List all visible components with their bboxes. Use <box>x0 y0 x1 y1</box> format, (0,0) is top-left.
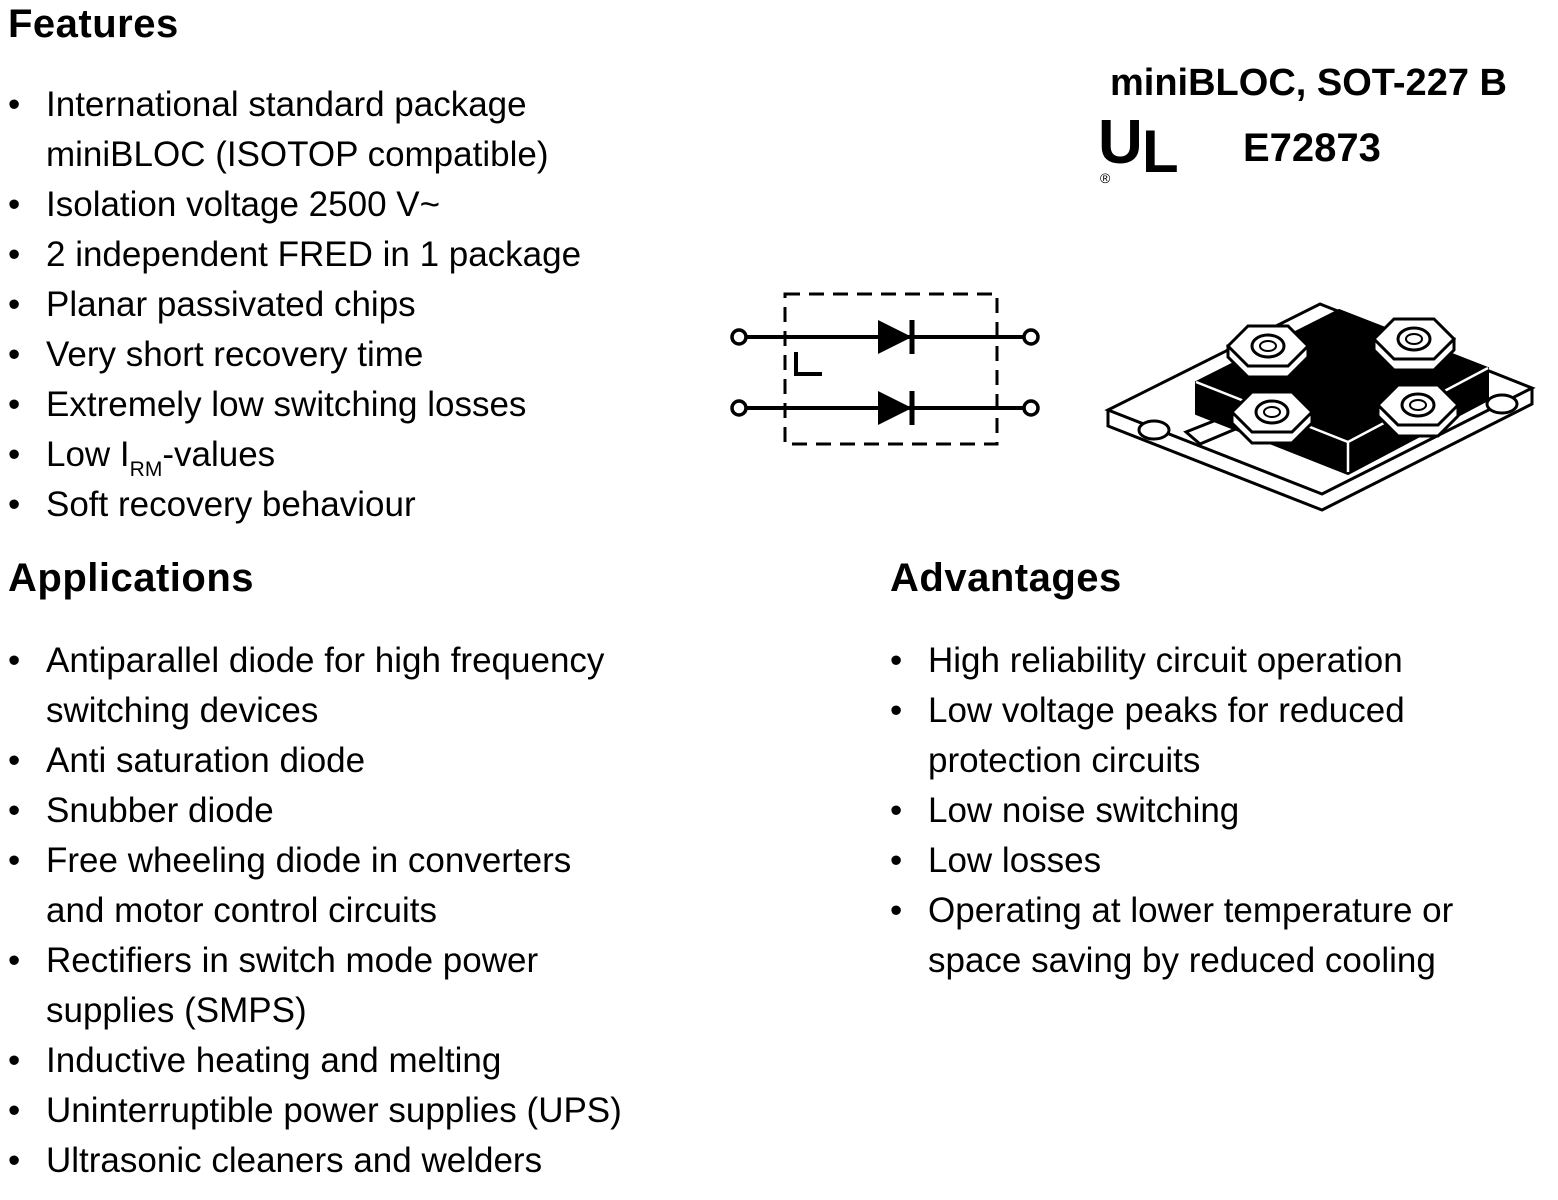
advantage-text: Low losses <box>928 841 1102 880</box>
feature-item: • Soft recovery behaviour <box>8 480 708 530</box>
irm-pre: Low I <box>46 435 130 474</box>
bullet-icon: • <box>890 641 903 680</box>
advantage-item: • Operating at lower temperature or spac… <box>890 886 1558 986</box>
application-item: • Antiparallel diode for high frequency … <box>8 636 748 736</box>
advantage-text: Operating at lower temperature or space … <box>928 891 1454 980</box>
bullet-icon: • <box>8 791 21 830</box>
application-item: • Anti saturation diode <box>8 736 748 786</box>
application-text: Snubber diode <box>46 791 274 830</box>
feature-item: • 2 independent FRED in 1 package <box>8 230 708 280</box>
diode-symbol-top <box>878 320 912 354</box>
advantage-item: • High reliability circuit operation <box>890 636 1558 686</box>
application-item: • Uninterruptible power supplies (UPS) <box>8 1086 748 1136</box>
applications-heading: Applications <box>8 556 255 600</box>
application-item: • Rectifiers in switch mode power suppli… <box>8 936 748 1036</box>
feature-text: 2 independent FRED in 1 package <box>46 235 582 274</box>
irm-post: -values <box>162 435 276 474</box>
application-item: • Inductive heating and melting <box>8 1036 748 1086</box>
bullet-icon: • <box>8 485 21 524</box>
feature-text: Isolation voltage 2500 V~ <box>46 185 441 224</box>
advantages-list: • High reliability circuit operation • L… <box>890 636 1558 986</box>
terminal-pad <box>1371 317 1457 372</box>
bullet-icon: • <box>890 891 903 930</box>
terminal-icon <box>1022 328 1040 346</box>
feature-item: • International standard package miniBLO… <box>8 80 708 180</box>
bullet-icon: • <box>8 641 21 680</box>
advantage-item: • Low noise switching <box>890 786 1558 836</box>
advantage-text: Low noise switching <box>928 791 1240 830</box>
features-heading: Features <box>8 2 179 46</box>
package-title: miniBLOC, SOT-227 B <box>1110 62 1507 104</box>
bullet-icon: • <box>8 841 21 880</box>
advantage-text: High reliability circuit operation <box>928 641 1403 680</box>
advantage-text: Low voltage peaks for reduced protection… <box>928 691 1405 780</box>
bullet-icon: • <box>890 691 903 730</box>
feature-text: International standard package miniBLOC … <box>46 85 549 174</box>
application-text: Free wheeling diode in converters and mo… <box>46 841 572 930</box>
application-text: Ultrasonic cleaners and welders <box>46 1141 543 1180</box>
application-text: Inductive heating and melting <box>46 1041 502 1080</box>
terminal-icon <box>730 399 748 417</box>
bullet-icon: • <box>8 285 21 324</box>
bullet-icon: • <box>8 335 21 374</box>
feature-text: Low IRM-values <box>46 430 275 480</box>
feature-item-irm: • Low IRM-values <box>8 430 708 480</box>
terminal-icon <box>730 328 748 346</box>
feature-text: Planar passivated chips <box>46 285 416 324</box>
ul-logo-letter-u: U <box>1098 108 1143 177</box>
terminal-icon <box>1022 399 1040 417</box>
advantages-heading: Advantages <box>890 556 1122 600</box>
feature-text: Extremely low switching losses <box>46 385 527 424</box>
circuit-diagram-dual-diode <box>730 292 1040 446</box>
ul-logo-letter-l: L <box>1142 118 1179 185</box>
advantage-item: • Low voltage peaks for reduced protecti… <box>890 686 1558 786</box>
bullet-icon: • <box>890 841 903 880</box>
bullet-icon: • <box>8 185 21 224</box>
application-item: • Free wheeling diode in converters and … <box>8 836 748 936</box>
application-item: • Ultrasonic cleaners and welders <box>8 1136 748 1186</box>
advantage-item: • Low losses <box>890 836 1558 886</box>
application-text: Uninterruptible power supplies (UPS) <box>46 1091 622 1130</box>
bullet-icon: • <box>8 741 21 780</box>
package-illustration-sot227 <box>1104 302 1536 512</box>
application-text: Anti saturation diode <box>46 741 366 780</box>
bullet-icon: • <box>8 435 21 474</box>
terminal-pad <box>1229 390 1315 445</box>
feature-item: • Isolation voltage 2500 V~ <box>8 180 708 230</box>
diode-symbol-bottom <box>878 391 912 425</box>
mounting-hole-left <box>1137 419 1171 441</box>
bullet-icon: • <box>890 791 903 830</box>
feature-text: Soft recovery behaviour <box>46 485 416 524</box>
bullet-icon: • <box>8 85 21 124</box>
feature-item: • Extremely low switching losses <box>8 380 708 430</box>
applications-list: • Antiparallel diode for high frequency … <box>8 636 748 1186</box>
application-text: Antiparallel diode for high frequency sw… <box>46 641 605 730</box>
terminal-pad <box>1225 324 1311 379</box>
ul-file-number: E72873 <box>1243 126 1381 170</box>
feature-item: • Very short recovery time <box>8 330 708 380</box>
ul-logo-icon: U L ® <box>1098 112 1208 192</box>
mounting-hole-right <box>1485 393 1519 415</box>
bullet-icon: • <box>8 1091 21 1130</box>
application-text: Rectifiers in switch mode power supplies… <box>46 941 539 1030</box>
bullet-icon: • <box>8 1141 21 1180</box>
features-list: • International standard package miniBLO… <box>8 80 708 530</box>
terminal-pad <box>1375 383 1461 438</box>
bullet-icon: • <box>8 235 21 274</box>
application-item: • Snubber diode <box>8 786 748 836</box>
feature-text: Very short recovery time <box>46 335 424 374</box>
bullet-icon: • <box>8 941 21 980</box>
feature-item: • Planar passivated chips <box>8 280 708 330</box>
bullet-icon: • <box>8 385 21 424</box>
irm-subscript: RM <box>129 458 163 481</box>
module-boundary-dashed-box <box>783 292 999 446</box>
registered-trademark-icon: ® <box>1100 170 1111 186</box>
bullet-icon: • <box>8 1041 21 1080</box>
internal-connection-mark <box>794 352 822 376</box>
